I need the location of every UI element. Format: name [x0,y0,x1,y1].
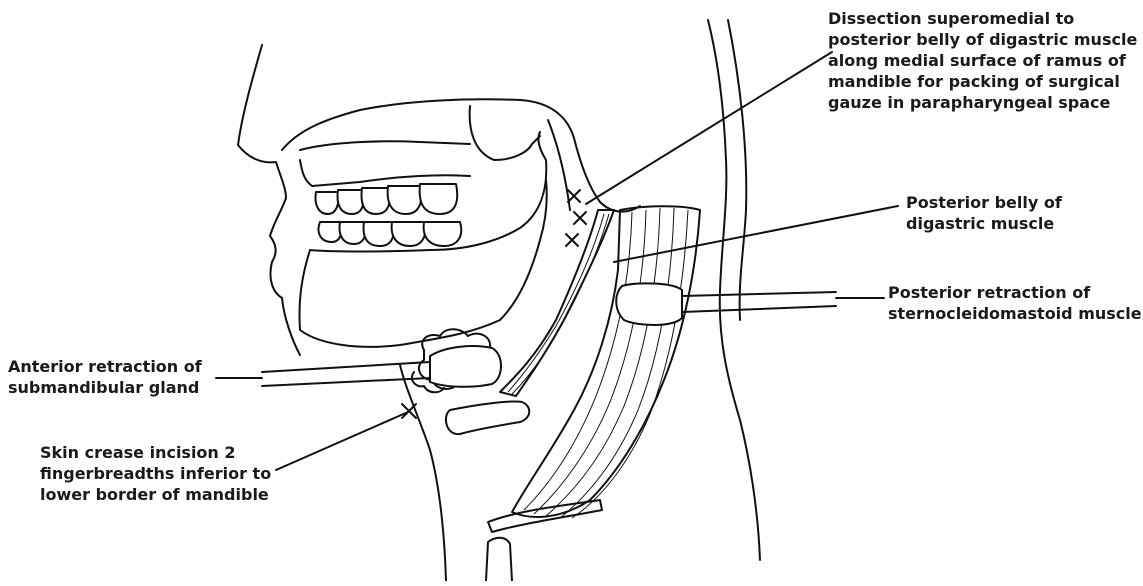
trachea [486,538,512,581]
ramus [548,120,570,210]
label-dissection-line-3: along medial surface of ramus of [828,50,1137,71]
digastric-muscle [500,210,614,396]
maxilla [300,160,470,186]
label-posterior-belly: Posterior belly of digastric muscle [906,192,1062,234]
label-anterior-retraction-line-2: submandibular gland [8,377,202,398]
hyoid-bone [446,401,529,434]
label-dissection: Dissection superomedial to posterior bel… [828,8,1137,113]
leader-skin-incision [276,412,408,470]
label-skin-incision: Skin crease incision 2 fingerbreadths in… [40,442,271,505]
teeth [316,184,462,246]
leader-dissection [586,52,832,204]
neck-anterior-outline [400,365,446,581]
posterior-retractor [616,283,836,325]
sternocleidomastoid-muscle [512,206,700,518]
incision-marker [402,404,416,418]
label-anterior-retraction: Anterior retraction of submandibular gla… [8,356,202,398]
label-dissection-line-1: Dissection superomedial to [828,8,1137,29]
label-posterior-belly-line-2: digastric muscle [906,213,1062,234]
label-dissection-line-2: posterior belly of digastric muscle [828,29,1137,50]
leader-posterior-belly [614,206,898,262]
label-posterior-retraction: Posterior retraction of sternocleidomast… [888,282,1142,324]
label-posterior-belly-line-1: Posterior belly of [906,192,1062,213]
label-skin-incision-line-3: lower border of mandible [40,484,271,505]
label-dissection-line-4: mandible for packing of surgical [828,71,1137,92]
face-profile [238,45,300,355]
neck-posterior-outline-2 [728,20,746,320]
label-skin-incision-line-1: Skin crease incision 2 [40,442,271,463]
label-posterior-retraction-line-1: Posterior retraction of [888,282,1142,303]
label-skin-incision-line-2: fingerbreadths inferior to [40,463,271,484]
label-anterior-retraction-line-1: Anterior retraction of [8,356,202,377]
zygomatic-arch [300,141,470,150]
mandible-condyle [470,106,540,160]
label-posterior-retraction-line-2: sternocleidomastoid muscle [888,303,1142,324]
label-dissection-line-5: gauze in parapharyngeal space [828,92,1137,113]
